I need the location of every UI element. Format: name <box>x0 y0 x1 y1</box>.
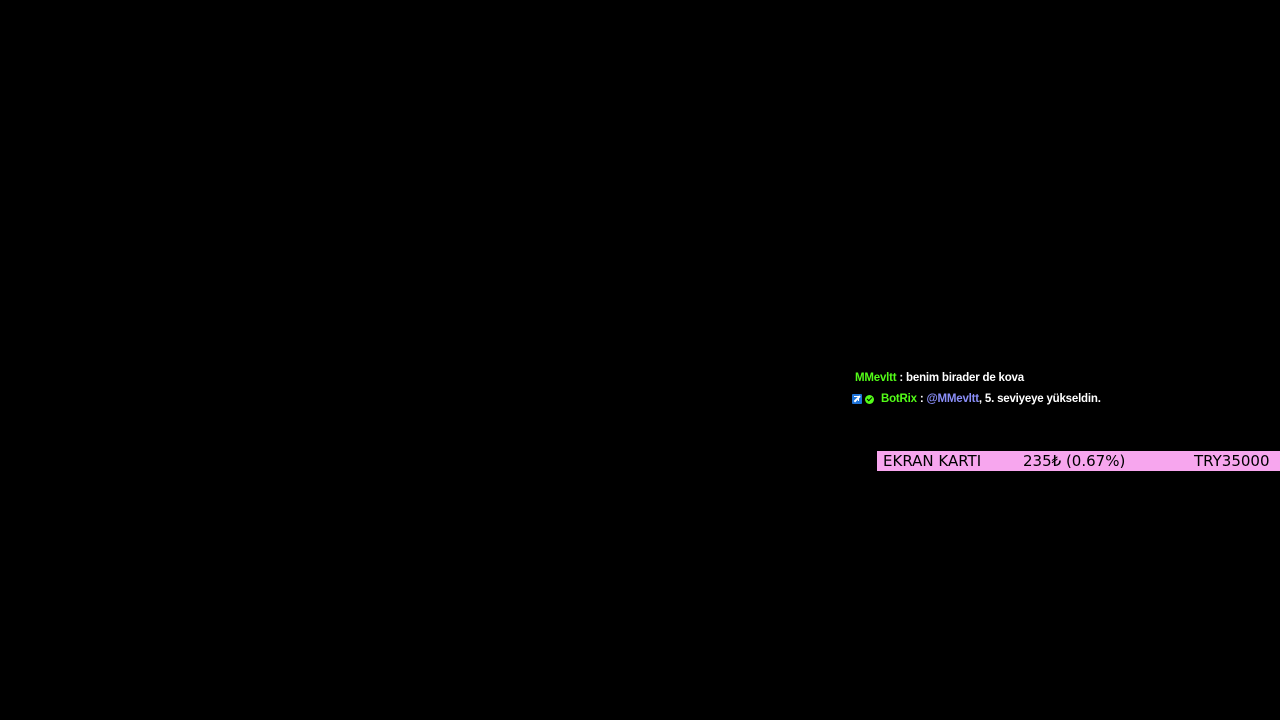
chat-message: MMevltt : benim birader de kova <box>852 370 1272 386</box>
chat-separator: : <box>899 372 904 384</box>
price-ticker: EKRAN KARTI 235₺ (0.67%) TRY35000 <box>877 451 1280 471</box>
bot-badge-icon <box>852 394 862 404</box>
chat-message-text: benim birader de kova <box>906 372 1024 384</box>
chat-username[interactable]: BotRix <box>881 393 917 405</box>
chat-username[interactable]: MMevltt <box>855 372 897 384</box>
chat-mention[interactable]: @MMevltt <box>926 393 980 405</box>
chat-separator: : <box>919 393 924 405</box>
ticker-price-change: 235₺ (0.67%) <box>1023 452 1126 470</box>
chat-overlay: MMevltt : benim birader de kova BotRix :… <box>852 370 1272 412</box>
ticker-price: TRY35000 <box>1194 452 1270 470</box>
chat-message: BotRix : @MMevltt , 5. seviyeye yükseldi… <box>852 391 1272 407</box>
ticker-item-name: EKRAN KARTI <box>883 452 982 470</box>
verified-badge-icon <box>865 394 874 404</box>
chat-message-text: , 5. seviyeye yükseldin. <box>978 393 1101 405</box>
